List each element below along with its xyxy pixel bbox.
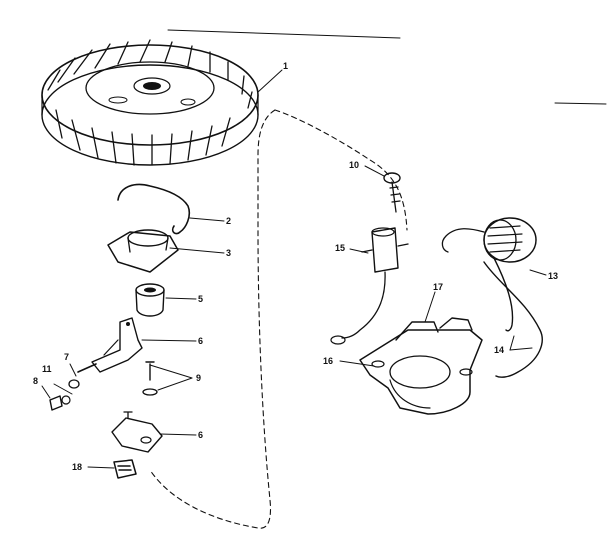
breaker-plate-part-6 <box>111 411 163 453</box>
callout-16: 16 <box>323 356 333 366</box>
scan-edge-lines <box>167 29 607 105</box>
flywheel-part-1 <box>41 39 259 166</box>
hardware-parts-7-8-11 <box>49 363 97 411</box>
condenser-part-15 <box>330 227 409 345</box>
spring-clip-part-2 <box>117 183 191 235</box>
callout-10: 10 <box>349 160 359 170</box>
callout-6-upper: 6 <box>198 336 203 346</box>
ignition-coil-part-13 <box>441 217 537 263</box>
callout-8: 8 <box>33 376 38 386</box>
callout-14: 14 <box>494 345 504 355</box>
screw-part-10 <box>383 172 401 213</box>
callout-18: 18 <box>72 462 82 472</box>
callout-7: 7 <box>64 352 69 362</box>
screw-washer-part-9 <box>142 361 158 396</box>
leads-part-14 <box>483 257 543 378</box>
dashed-group-boundary <box>149 109 408 529</box>
callout-9: 9 <box>196 373 201 383</box>
felt-wick-part-18 <box>113 459 137 479</box>
callout-3: 3 <box>226 248 231 258</box>
callout-13: 13 <box>548 271 558 281</box>
callout-6-lower: 6 <box>198 430 203 440</box>
callout-15: 15 <box>335 243 345 253</box>
callout-17: 17 <box>433 282 443 292</box>
breaker-cover-part-3 <box>107 229 179 273</box>
callout-2: 2 <box>226 216 231 226</box>
coil-bracket-parts-16-17 <box>359 317 483 415</box>
callout-1: 1 <box>283 61 288 71</box>
callout-11: 11 <box>42 364 52 374</box>
leader-lines <box>41 69 547 469</box>
callout-labels: 1 2 3 5 6 7 8 9 11 6 18 10 15 17 13 16 1… <box>33 61 558 472</box>
breaker-arm-part-6 <box>91 317 143 373</box>
cam-part-5 <box>135 283 165 317</box>
callout-5: 5 <box>198 294 203 304</box>
